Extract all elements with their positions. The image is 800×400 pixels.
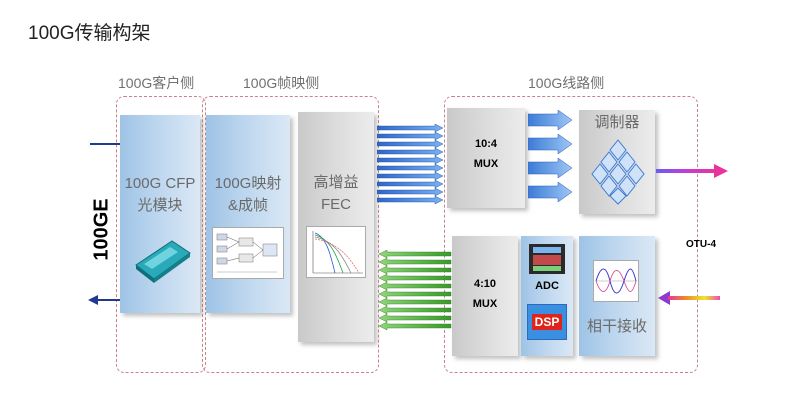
client-side-border [116,96,206,373]
page-title: 100G传输构架 [28,23,151,44]
mux-tx-ratio: 10:4 [474,138,498,150]
ber-curve-icon [312,231,363,274]
fec-block: 高增益 FEC [298,112,374,342]
fec-curve-thumbnail [306,226,366,278]
section-label-client: 100G客户侧 [118,75,195,91]
adc-chip-icon [529,244,565,274]
otu4-label: OTU-4 [686,239,716,250]
section-label-frame: 100G帧映侧 [243,75,320,91]
mux-rx-block: 4:10 MUX [452,236,518,356]
frame-side-border [202,96,379,373]
cfp-label-line2: 光模块 [137,197,183,214]
mapping-label-line1: 100G映射 [214,175,282,192]
modulator-block: 调制器 [579,110,655,214]
tx-lane-arrows-icon [377,124,444,205]
line-output-arrow-icon [656,164,728,178]
mux-tx-label: MUX [473,158,499,170]
sine-wave-icon [595,268,637,294]
mux-rx-label: MUX [472,298,498,310]
cfp-module-icon [135,240,191,283]
mux-tx-block: 10:4 MUX [447,108,525,208]
cfp-label-line1: 100G CFP [124,175,196,192]
mux-to-modulator-arrows-icon [528,110,573,203]
rx-lane-arrows-icon [378,250,452,331]
coherent-receiver-label: 相干接收 [586,318,647,335]
constellation-diamond-icon [591,139,645,205]
client-output-arrow-icon [88,295,124,305]
frame-structure-icon [216,233,278,273]
dsp-label: DSP [531,314,563,330]
side-label-100ge: 100GE [90,198,113,261]
mapping-diagram-thumbnail [212,227,284,279]
modulator-label: 调制器 [594,114,640,131]
waveform-thumbnail [593,260,639,302]
line-side-border [444,96,698,373]
fec-label-line1: 高增益 [313,174,359,191]
dsp-chip-icon: DSP [527,304,567,340]
mapping-framing-block: 100G映射 &成帧 [206,115,290,313]
section-label-line: 100G线路侧 [528,75,605,91]
fec-label-line2: FEC [321,196,351,213]
cfp-module-block: 100G CFP 光模块 [120,115,200,313]
line-input-arrow-icon [658,291,720,305]
adc-label: ADC [535,280,559,292]
adc-dsp-block: ADC DSP [521,236,573,356]
coherent-receiver-block: 相干接收 [579,236,655,356]
mapping-label-line2: &成帧 [227,197,268,214]
mux-rx-ratio: 4:10 [473,278,497,290]
